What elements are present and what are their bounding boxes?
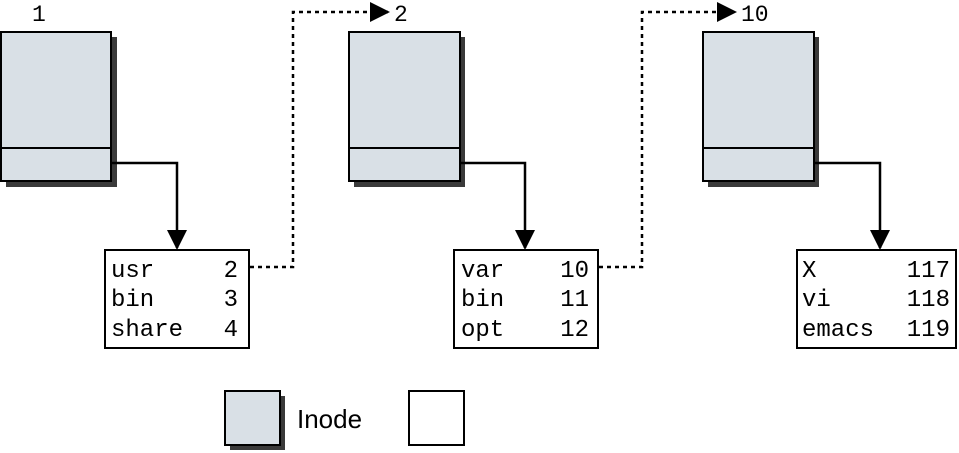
legend-inode-label: Inode	[297, 404, 362, 434]
entry-name: vi	[802, 287, 831, 314]
block-pointer-arrow	[814, 161, 890, 250]
inode-number-label: 1	[32, 2, 46, 28]
entry-inode: 10	[560, 258, 589, 285]
entry-inode: 11	[560, 287, 589, 314]
entry-name: share	[111, 317, 183, 344]
entry-inode: 118	[907, 287, 950, 314]
entry-name: usr	[111, 258, 154, 285]
inode-2: 2	[348, 2, 465, 187]
directory-block: X 117 vi 118 emacs 119	[796, 249, 957, 349]
inode-number-label: 2	[394, 2, 408, 28]
inode-reference-arrow	[599, 2, 737, 269]
inode-10: 10	[702, 2, 819, 187]
entry-name: bin	[461, 287, 504, 314]
entry-inode: 4	[224, 317, 238, 344]
entry-inode: 119	[907, 317, 950, 344]
block-pointer-arrow	[460, 161, 535, 250]
inode-number-label: 10	[741, 2, 769, 28]
entry-inode: 3	[224, 287, 238, 314]
entry-name: emacs	[802, 317, 874, 344]
entry-inode: 117	[907, 258, 950, 285]
entry-inode: 2	[224, 258, 238, 285]
legend: Inode	[224, 390, 465, 450]
directory-block: var 10 bin 11 opt 12	[453, 249, 599, 349]
entry-name: opt	[461, 317, 504, 344]
entry-inode: 12	[560, 317, 589, 344]
entry-name: var	[461, 258, 504, 285]
inode-1: 1	[0, 2, 117, 187]
directory-block: usr 2 bin 3 share 4	[104, 249, 250, 349]
entry-name: bin	[111, 287, 154, 314]
entry-name: X	[802, 258, 816, 285]
legend-data-block-swatch	[408, 390, 465, 446]
inode-reference-arrow	[250, 2, 390, 269]
legend-inode-swatch	[224, 390, 281, 446]
block-pointer-arrow	[111, 161, 187, 250]
